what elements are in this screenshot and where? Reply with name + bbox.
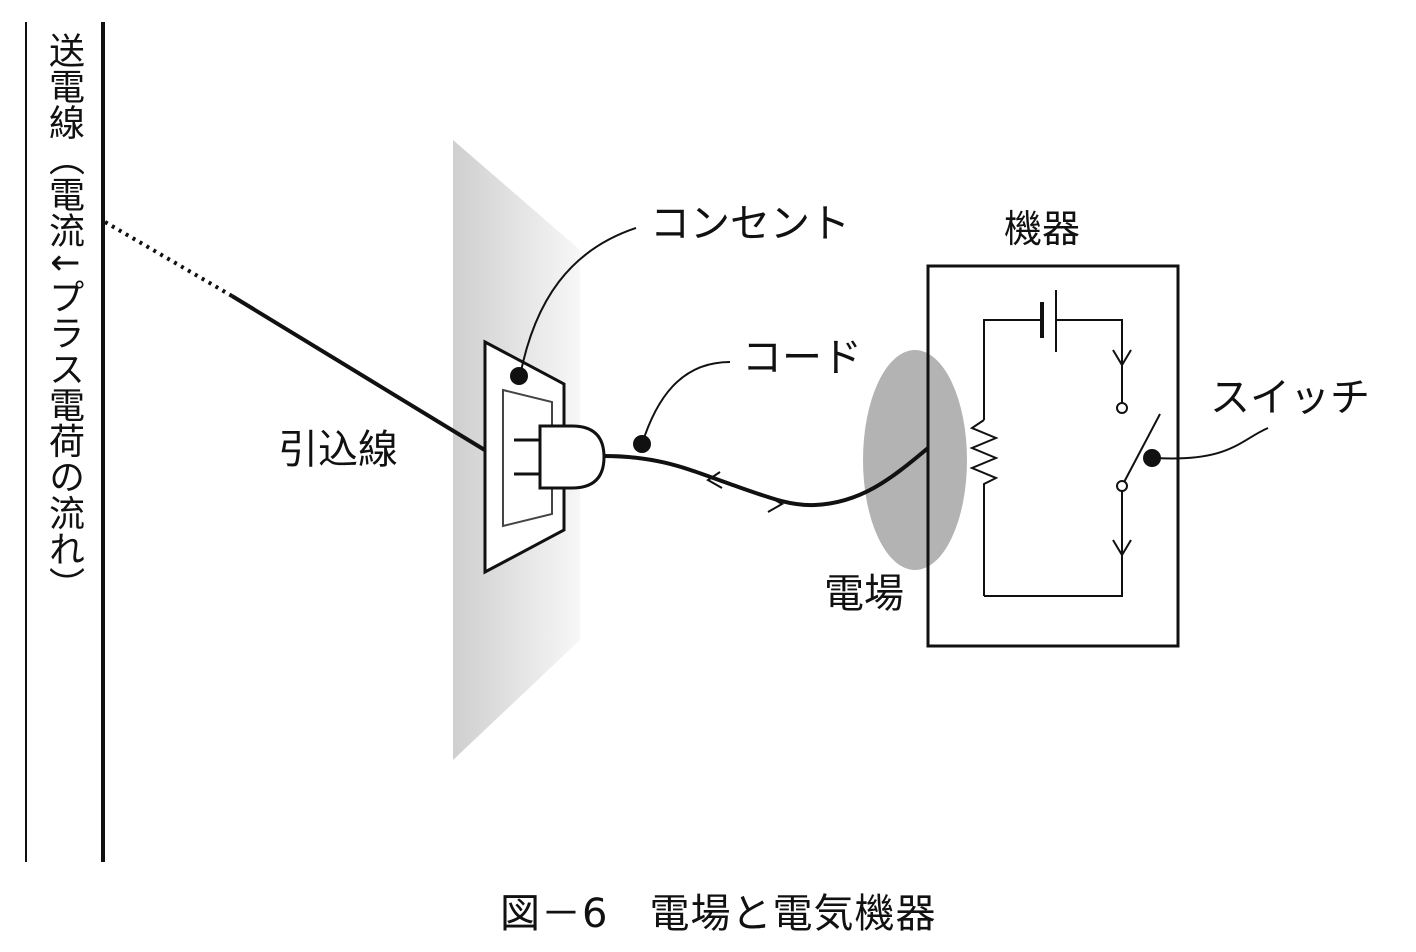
outlet-plate <box>483 339 566 575</box>
outlet-label: コンセント <box>650 201 850 247</box>
cord-dot <box>633 435 651 453</box>
switch-contact-bottom <box>1116 480 1128 492</box>
circuit <box>969 290 1161 597</box>
circuit-arrow-top <box>1112 349 1132 367</box>
switch-label: スイッチ <box>1210 375 1370 421</box>
device-label: 機器 <box>1004 207 1081 251</box>
drop-line-dotted <box>103 220 234 298</box>
cord-leader <box>641 361 731 445</box>
drop-line <box>230 294 490 454</box>
cord-arrow-left <box>706 471 723 489</box>
circuit-arrow-bottom <box>1112 539 1132 557</box>
outlet-dot <box>510 367 528 385</box>
cord-label: コード <box>742 335 862 381</box>
cord <box>603 446 930 508</box>
transmission-line-label: 送電線（電流↓プラス電荷の流れ） <box>43 32 84 603</box>
drop-line-label: 引込線 <box>278 427 398 473</box>
switch-contact-top <box>1116 402 1128 414</box>
plug <box>538 424 606 490</box>
electric-field-label: 電場 <box>824 571 904 617</box>
switch-leader <box>1155 427 1269 460</box>
outlet-leader <box>519 227 637 377</box>
switch-dot <box>1143 449 1161 467</box>
device-box <box>926 264 1180 648</box>
cord-arrow-right <box>767 495 785 513</box>
figure-caption: 図－6 電場と電気機器 <box>500 891 937 937</box>
